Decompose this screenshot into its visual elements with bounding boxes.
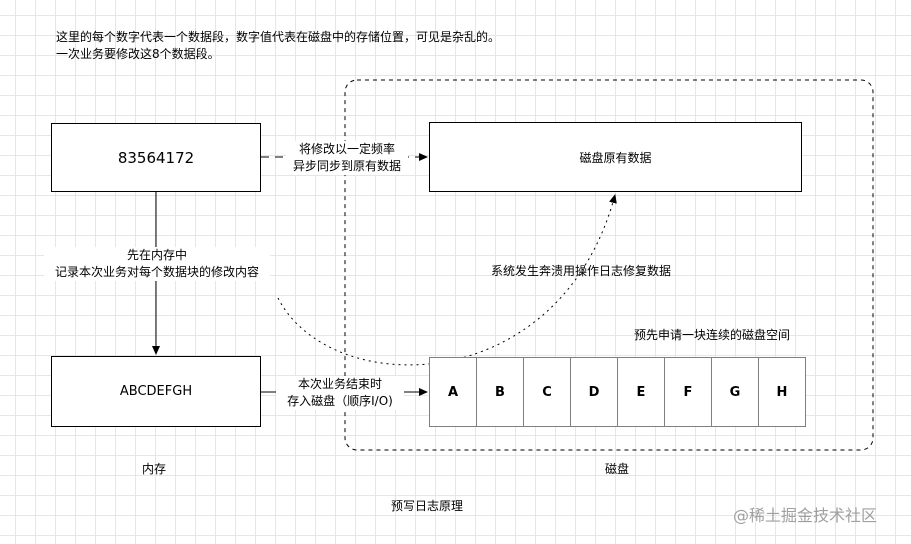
recovery-label: 系统发生奔溃用操作日志修复数据 bbox=[491, 264, 672, 278]
write-label-line-2: 存入磁盘（顺序I/O) bbox=[276, 393, 404, 410]
intro-text: 这里的每个数字代表一个数据段，数字值代表在磁盘中的存储位置，可见是杂乱的。 一次… bbox=[56, 29, 500, 63]
sync-label-line-2: 异步同步到原有数据 bbox=[292, 159, 401, 173]
log-cell: H bbox=[758, 357, 806, 427]
log-cell: E bbox=[617, 357, 665, 427]
write-label-line-1: 本次业务结束时 bbox=[276, 376, 404, 393]
record-label-line-1: 先在内存中 bbox=[126, 248, 187, 262]
diagram-title: 预写日志原理 bbox=[391, 499, 464, 513]
sync-label: 将修改以一定频率 异步同步到原有数据 bbox=[286, 141, 408, 175]
disk-original-data-text: 磁盘原有数据 bbox=[579, 150, 652, 165]
sync-label-line-1: 将修改以一定频率 bbox=[298, 142, 395, 156]
disk-region-border bbox=[344, 79, 874, 451]
intro-line-1: 这里的每个数字代表一个数据段，数字值代表在磁盘中的存储位置，可见是杂乱的。 bbox=[56, 30, 501, 44]
log-cell: A bbox=[429, 357, 477, 427]
memory-log-box: ABCDEFGH bbox=[51, 356, 261, 427]
disk-original-data-box: 磁盘原有数据 bbox=[429, 122, 802, 192]
write-label: 本次业务结束时 存入磁盘（顺序I/O) bbox=[276, 376, 404, 410]
disk-caption: 磁盘 bbox=[605, 462, 630, 476]
memory-caption: 内存 bbox=[142, 462, 167, 476]
watermark: @稀土掘金技术社区 bbox=[733, 506, 878, 525]
intro-line-2: 一次业务要修改这8个数据段。 bbox=[56, 47, 220, 61]
log-cell: B bbox=[476, 357, 524, 427]
memory-data-box: 83564172 bbox=[51, 123, 261, 192]
record-label-line-2: 记录本次业务对每个数据块的修改内容 bbox=[54, 265, 259, 279]
recovery-curve bbox=[277, 194, 617, 366]
prealloc-label: 预先申请一块连续的磁盘空间 bbox=[634, 328, 791, 342]
log-cell: G bbox=[711, 357, 759, 427]
memory-log-text: ABCDEFGH bbox=[119, 384, 193, 399]
log-cell: F bbox=[664, 357, 712, 427]
log-cell: D bbox=[570, 357, 618, 427]
memory-data-text: 83564172 bbox=[117, 148, 195, 167]
log-cell: C bbox=[523, 357, 571, 427]
record-label: 先在内存中 记录本次业务对每个数据块的修改内容 bbox=[44, 247, 270, 281]
